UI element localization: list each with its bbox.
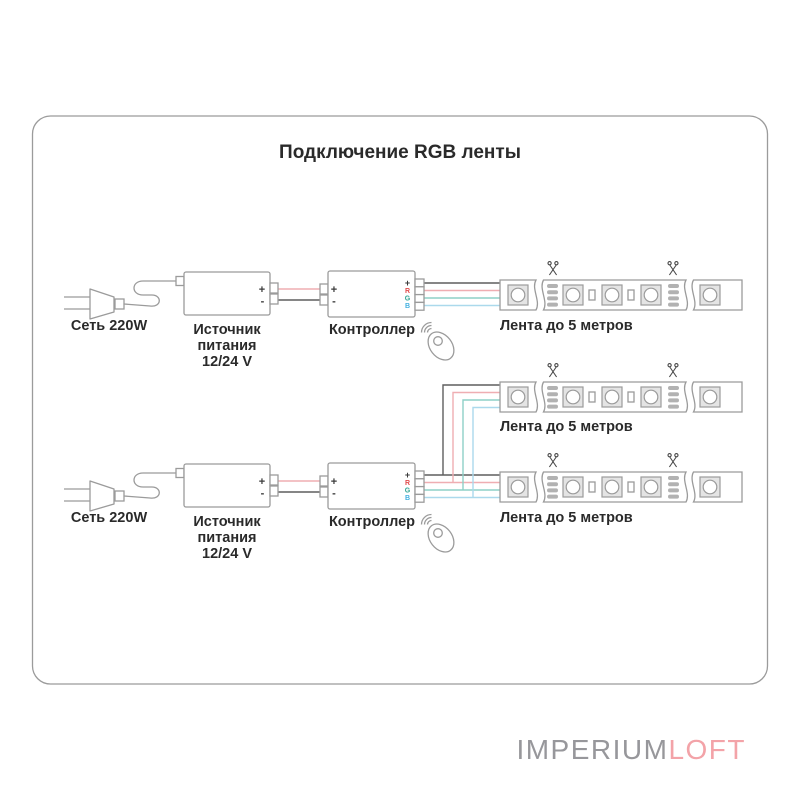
led-strip-middle <box>500 364 742 412</box>
strip-label: Лента до 5 метров <box>500 419 633 435</box>
mains-label: Сеть 220W <box>71 510 148 526</box>
psu-label-line-3: 12/24 V <box>202 354 252 370</box>
diagram-row-1 <box>64 262 742 365</box>
page-title: Подключение RGB ленты <box>279 142 521 163</box>
diagram-row-2 <box>64 454 742 557</box>
controller-label: Контроллер <box>329 322 415 338</box>
rgb-branch-wires <box>442 384 501 498</box>
psu-label-line-2: питания <box>198 530 257 546</box>
logo-loft: LOFT <box>668 734 746 765</box>
diagram-border <box>31 115 769 685</box>
strip-label: Лента до 5 метров <box>500 318 633 334</box>
brand-logo: IMPERIUMLOFT <box>516 734 746 766</box>
psu-label-line-1: Источник <box>193 514 261 530</box>
strip-label: Лента до 5 метров <box>500 510 633 526</box>
psu-label-line-3: 12/24 V <box>202 546 252 562</box>
psu-label-line-2: питания <box>198 338 257 354</box>
mains-label: Сеть 220W <box>71 318 148 334</box>
controller-label: Контроллер <box>329 514 415 530</box>
logo-imperium: IMPERIUM <box>516 734 669 765</box>
psu-label-line-1: Источник <box>193 322 261 338</box>
